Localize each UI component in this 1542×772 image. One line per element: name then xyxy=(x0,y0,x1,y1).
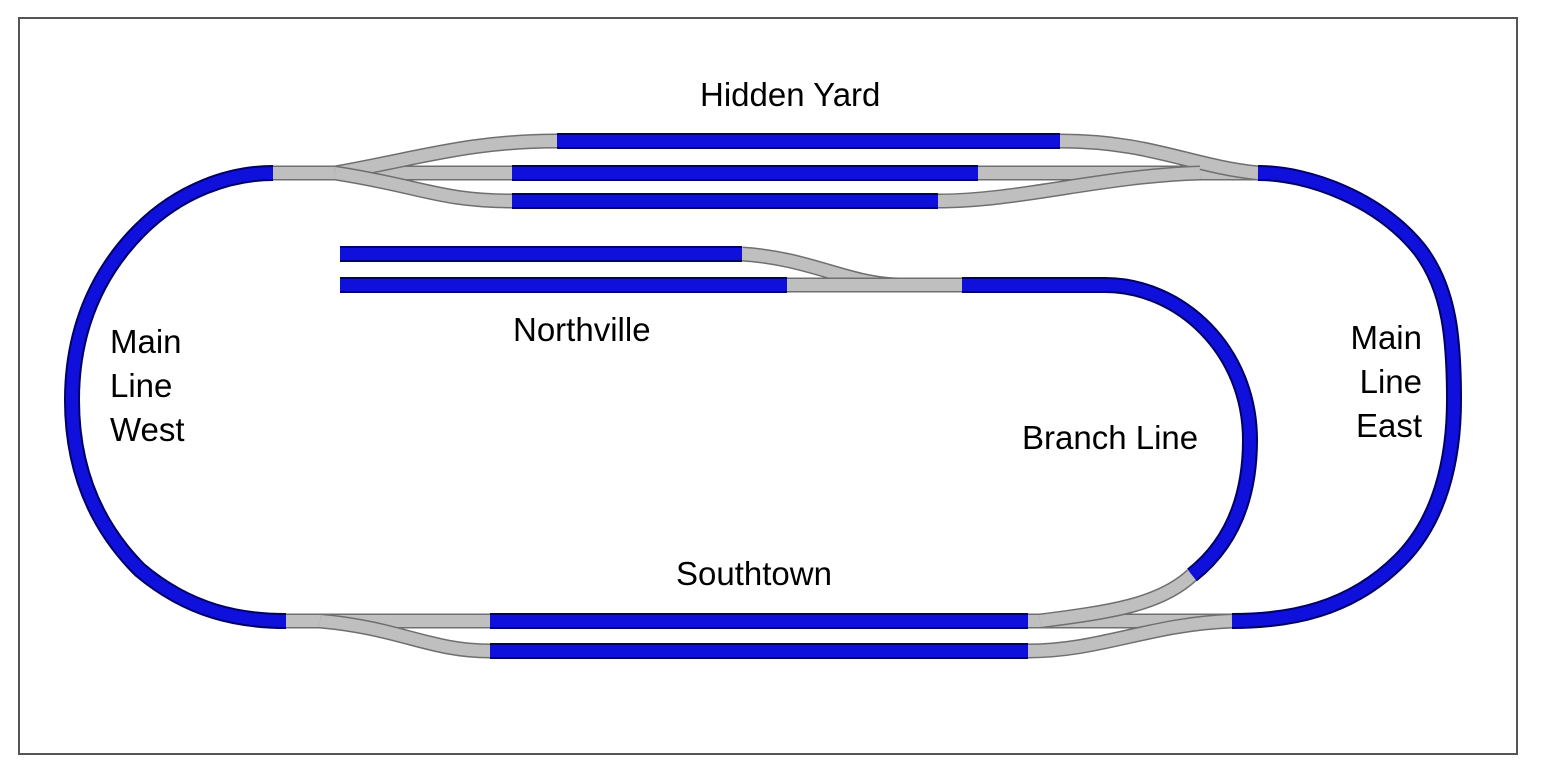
turnout-hy-west-track1 xyxy=(333,135,558,179)
turnout-branch-junction xyxy=(1039,570,1197,627)
turnout-hy-east-track1 xyxy=(1059,135,1259,179)
block-branch-line xyxy=(962,279,1257,580)
label-main-line-west: Main Line West xyxy=(110,320,185,452)
label-southtown: Southtown xyxy=(676,555,832,592)
turnout-hy-east-track3 xyxy=(937,167,1201,207)
label-main-line-west-line2: Line xyxy=(110,367,173,404)
block-main-line-west xyxy=(65,167,287,627)
turnout-st-west-siding xyxy=(319,615,491,657)
block-group xyxy=(63,133,1463,659)
turnout-st-east-siding xyxy=(1027,615,1233,657)
turnout-hy-west-track3 xyxy=(334,167,513,207)
label-main-line-east: Main Line East xyxy=(1330,316,1422,448)
label-main-line-west-line1: Main xyxy=(110,323,182,360)
label-northville: Northville xyxy=(513,311,651,348)
label-main-line-east-line1: Main xyxy=(1350,319,1422,356)
label-main-line-east-line3: East xyxy=(1355,407,1422,444)
turnout-group xyxy=(273,133,1259,659)
block-main-line-east xyxy=(1231,167,1461,627)
label-hidden-yard: Hidden Yard xyxy=(700,76,881,113)
label-branch-line: Branch Line xyxy=(1022,419,1199,456)
label-main-line-east-line2: Line xyxy=(1359,363,1422,400)
label-main-line-west-line3: West xyxy=(110,411,185,448)
